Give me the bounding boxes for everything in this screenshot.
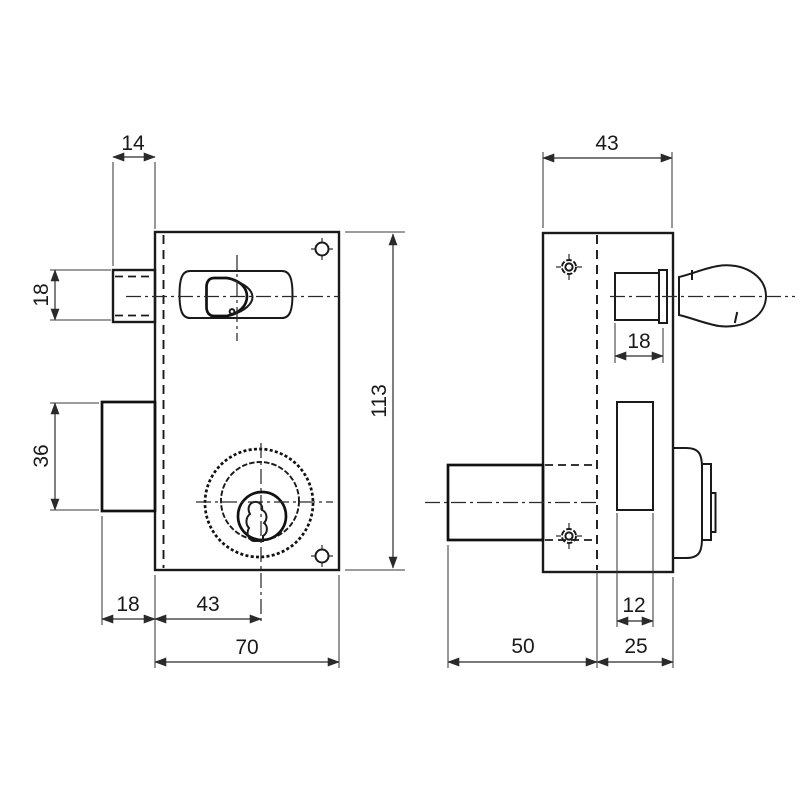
dim-cylinder-offset: 43 bbox=[154, 593, 262, 624]
screw-top-side bbox=[556, 254, 582, 280]
cylinder-front bbox=[203, 447, 315, 559]
screw-hole-top-front bbox=[311, 238, 333, 260]
dim-latch-height: 18 bbox=[30, 269, 111, 321]
dim-label-deadbolt-height: 36 bbox=[30, 444, 53, 467]
dim-body-height: 113 bbox=[345, 231, 405, 571]
dim-label-body-depth: 43 bbox=[595, 132, 618, 155]
knob bbox=[678, 264, 768, 328]
latch-pin bbox=[228, 308, 236, 315]
cylinder-rosette-outer bbox=[203, 447, 315, 559]
dim-body-width: 70 bbox=[154, 575, 340, 668]
cylinder-side bbox=[672, 447, 717, 559]
front-view: 14 18 36 113 18 bbox=[30, 132, 405, 668]
latch-housing bbox=[178, 270, 294, 319]
dim-label-knob-hub: 18 bbox=[627, 330, 650, 353]
dim-label-body-height: 113 bbox=[368, 384, 391, 417]
cylinder-core bbox=[236, 490, 288, 542]
bolt-slot bbox=[616, 401, 654, 511]
screw-hole-bottom-front bbox=[311, 545, 333, 567]
side-view: 43 18 12 50 25 bbox=[425, 132, 795, 668]
latch-bevel-arc bbox=[229, 277, 254, 317]
dim-label-deadbolt-offset: 18 bbox=[116, 593, 139, 616]
deadbolt-front bbox=[100, 400, 157, 513]
dim-deadbolt-offset: 18 bbox=[101, 516, 156, 668]
knob-assembly bbox=[610, 264, 795, 328]
dim-cylinder-depth: 25 bbox=[596, 577, 674, 668]
dim-knob-hub: 18 bbox=[614, 323, 664, 363]
dim-latch-width: 14 bbox=[112, 132, 156, 266]
dim-label-cylinder-offset: 43 bbox=[196, 593, 219, 616]
dim-label-latch-height: 18 bbox=[30, 283, 53, 306]
lock-body-side bbox=[541, 231, 675, 574]
cylinder-rosette-inner bbox=[220, 461, 300, 541]
latch-follower bbox=[205, 276, 249, 318]
dim-label-body-width: 70 bbox=[235, 636, 258, 659]
dim-label-cylinder-depth: 25 bbox=[624, 635, 647, 658]
deadbolt-side bbox=[425, 463, 600, 542]
dim-deadbolt-height: 36 bbox=[30, 402, 99, 511]
centerlines-front bbox=[126, 255, 339, 622]
dim-bolt-length: 50 bbox=[447, 545, 598, 668]
dim-label-bolt-thickness: 12 bbox=[622, 594, 645, 617]
dim-body-depth: 43 bbox=[542, 132, 673, 228]
dim-label-latch-width: 14 bbox=[121, 132, 145, 155]
dim-bolt-thickness: 12 bbox=[616, 513, 654, 627]
dim-label-bolt-length: 50 bbox=[511, 635, 534, 658]
screw-bottom-side bbox=[556, 523, 582, 549]
